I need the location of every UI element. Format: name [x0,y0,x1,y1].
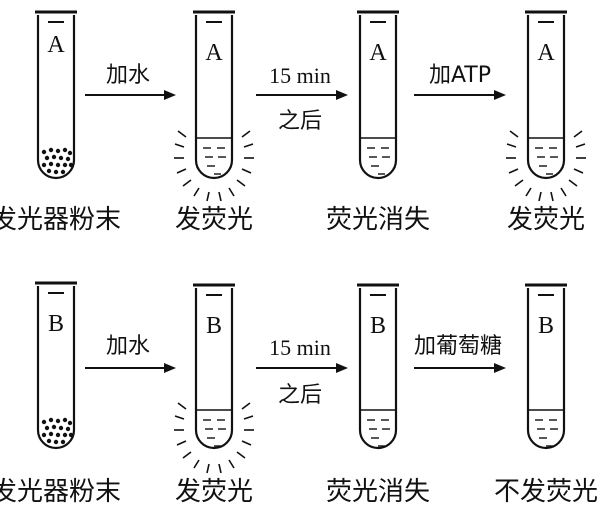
test-tube-a-powder: A [35,10,77,180]
tube-label: A [369,40,387,66]
step-arrow-add-atp: 加ATP [414,63,506,100]
glow-rays [506,130,586,202]
step-label-top: 15 min [269,335,331,360]
tube-label: B [48,311,64,337]
glow-rays [174,130,254,202]
experiment-row-b: B 发光器粉末 加水 B [0,281,598,507]
caption-fade: 荧光消失 [326,477,430,507]
tube-label: B [538,313,554,339]
tube-label: B [370,313,386,339]
step-label-top: 15 min [269,63,331,88]
experiment-row-a: A 发光器粉末 加水 A [0,10,586,235]
test-tube-b-dark: B [357,283,399,450]
tube-label: A [205,40,223,66]
caption-glow: 发荧光 [175,205,253,235]
tube-label: A [537,40,555,66]
tube-label: B [206,313,222,339]
liquid-dashes [203,147,226,175]
step-label: 加水 [106,334,150,359]
step-label: 加水 [106,63,150,88]
tube-label: A [47,32,65,58]
tube-body [36,15,76,180]
test-tube-a-reglow: A [506,10,586,202]
liquid-dashes [367,147,390,175]
powder-dots [41,147,74,175]
step-arrow-add-water: 加水 [85,63,176,100]
step-label-bottom: 之后 [278,383,322,408]
step-arrow-wait-15min: 15 min 之后 [256,335,348,408]
step-label: 加葡萄糖 [414,334,502,359]
caption-powder: 发光器粉末 [0,477,121,507]
glow-rays [174,402,254,474]
step-arrow-add-water: 加水 [85,334,176,373]
test-tube-a-dark: A [357,10,399,180]
caption-no-glow: 不发荧光 [494,477,598,507]
step-arrow-wait-15min: 15 min 之后 [256,63,348,134]
caption-powder: 发光器粉末 [0,205,121,235]
step-label: 加ATP [429,63,491,88]
powder-dots [41,417,74,445]
test-tube-a-glowing: A [174,10,254,202]
test-tube-b-glowing: B [174,283,254,474]
test-tube-b-powder: B [35,281,77,450]
step-label-bottom: 之后 [278,109,322,134]
caption-fade: 荧光消失 [326,205,430,235]
caption-glow: 发荧光 [175,477,253,507]
step-arrow-add-glucose: 加葡萄糖 [414,334,506,373]
caption-reglow: 发荧光 [507,205,585,235]
liquid-dashes [535,147,558,175]
test-tube-b-still-dark: B [525,283,567,450]
